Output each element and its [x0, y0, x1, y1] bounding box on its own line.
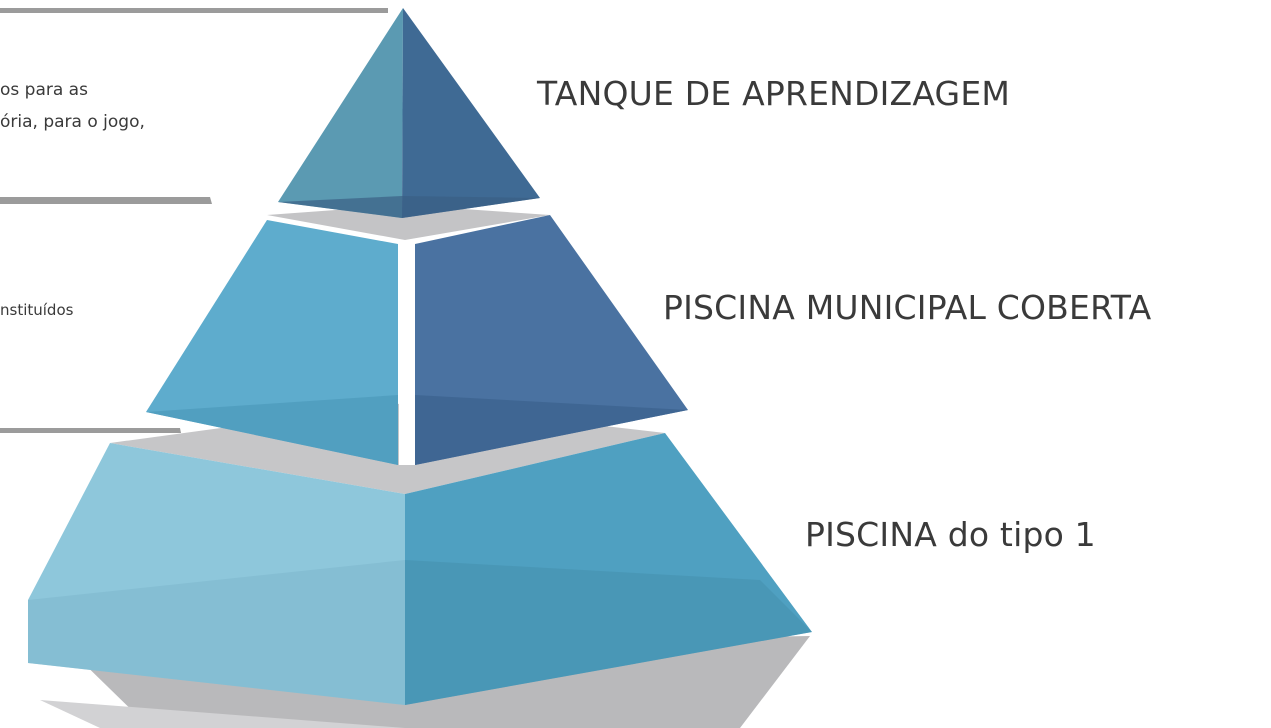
middle-tier-seam — [399, 244, 415, 465]
top-tier-base-shade — [278, 196, 540, 218]
label-tanque-de-aprendizagem: TANQUE DE APRENDIZAGEM — [537, 74, 1011, 113]
lower-rule — [0, 428, 181, 433]
bottom-tier-left-shade — [28, 560, 405, 705]
middle-tier-left-shade — [146, 395, 398, 465]
top-tier-right-face — [402, 8, 540, 218]
middle-tier-right-shade — [415, 395, 688, 465]
label-piscina-municipal-coberta: PISCINA MUNICIPAL COBERTA — [663, 288, 1152, 327]
left-text-line-2: ória, para o jogo, — [0, 112, 145, 132]
left-text-line-1: os para as — [0, 80, 88, 100]
middle-tier-shelf — [267, 205, 550, 240]
bottom-tier-right-shade — [405, 560, 812, 705]
top-tier-left-face — [278, 8, 403, 218]
top-rule — [0, 8, 388, 13]
bottom-tier-base-light — [40, 700, 405, 728]
label-piscina-tipo-1: PISCINA do tipo 1 — [805, 515, 1096, 554]
left-text-block-2: nstituídos — [0, 294, 73, 326]
left-text-block-1: os para as ória, para o jogo, — [0, 74, 145, 138]
middle-rule — [0, 197, 212, 204]
left-text-line-3: nstituídos — [0, 301, 74, 319]
